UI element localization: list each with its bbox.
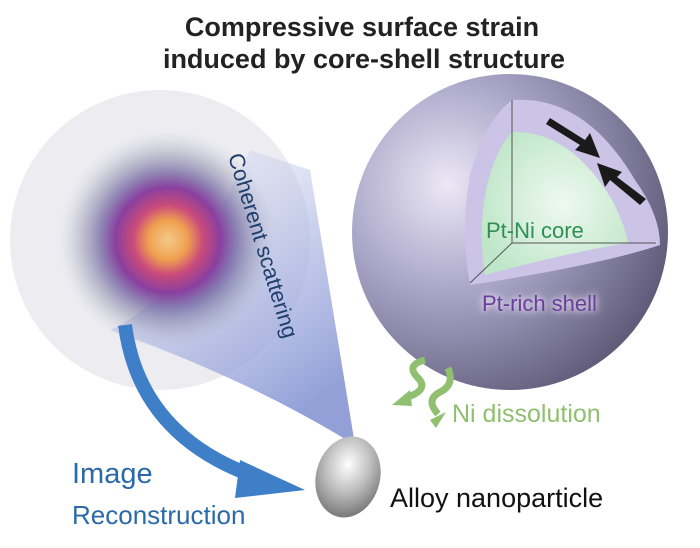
reconstruction-label: Reconstruction (72, 500, 246, 530)
core-label: Pt-Ni core (486, 218, 584, 243)
reconstruction-arrow (118, 324, 268, 487)
reconstruction-arrow-head (235, 460, 305, 498)
title-line-1: Compressive surface strain (184, 12, 540, 42)
dissolution-arrows-icon (403, 356, 454, 417)
core-cutaway (481, 131, 628, 275)
alloy-nanoparticle (315, 436, 381, 518)
image-label: Image (72, 458, 153, 490)
compression-arrows-icon (546, 118, 646, 205)
shell-label: Pt-rich shell (482, 291, 597, 316)
title-line-2: induced by core-shell structure (162, 44, 566, 74)
diffraction-pattern (58, 130, 278, 350)
alloy-nanoparticle-label: Alloy nanoparticle (390, 483, 604, 513)
ni-dissolution-label: Ni dissolution (452, 400, 601, 428)
